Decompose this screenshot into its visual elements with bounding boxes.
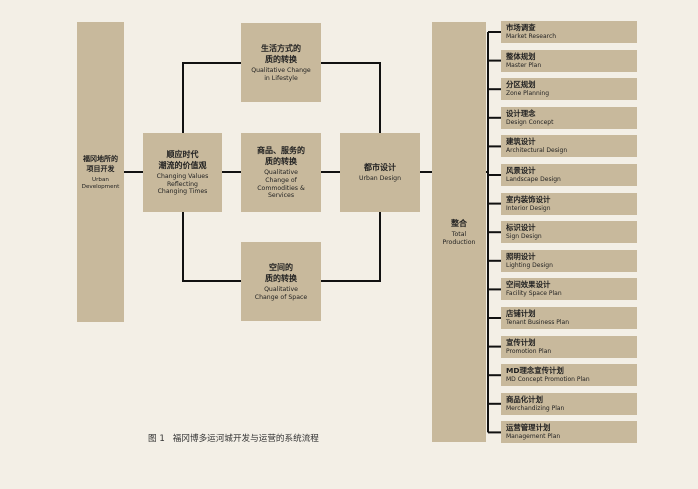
list-ticks bbox=[488, 31, 501, 434]
list-item-en: Management Plan bbox=[506, 433, 561, 441]
list-item-zh: 市场调查 bbox=[506, 23, 536, 32]
changing-values-en: Changing Values Reflecting Changing Time… bbox=[156, 173, 209, 196]
total-production-en: Total Production bbox=[442, 230, 476, 246]
urban-design-zh: 都市设计 bbox=[364, 163, 396, 173]
list-item-zh: 标识设计 bbox=[506, 223, 536, 233]
caption-text: 福冈博多运河城开发与运营的系统流程 bbox=[172, 434, 319, 444]
list-item-zh: 整体规划 bbox=[506, 51, 536, 61]
list-item-en: Sign Design bbox=[506, 233, 542, 241]
connector-bottom-urban bbox=[321, 212, 381, 282]
list-item-en: Lighting Design bbox=[506, 261, 553, 269]
list-item-en: Design Concept bbox=[506, 118, 554, 126]
commodities-change-box: 商品、服务的 质的转换 Qualitative Change of Commod… bbox=[241, 133, 321, 212]
list-item-zh: 建筑设计 bbox=[506, 137, 536, 147]
space-change-zh: 空间的 质的转换 bbox=[265, 262, 297, 283]
connector-center-bottom bbox=[182, 212, 241, 282]
list-item-zh: 店铺计划 bbox=[506, 309, 536, 318]
list-item-zh: 商品化计划 bbox=[506, 394, 543, 404]
list-item-en: Zone Planning bbox=[506, 90, 550, 98]
lifestyle-change-box: 生活方式的 质的转换 Qualitative Change in Lifesty… bbox=[241, 23, 321, 102]
space-change-en: Qualitative Change of Space bbox=[254, 285, 308, 301]
commodities-change-zh: 商品、服务的 质的转换 bbox=[257, 146, 305, 167]
project-development-box: 福冈地所的 项目开发 Urban Development bbox=[77, 22, 124, 322]
changing-values-zh: 顺应时代 潮流的价值观 bbox=[158, 150, 207, 171]
list-item-zh: 宣传计划 bbox=[506, 337, 536, 347]
commodities-change-en: Qualitative Change of Commodities & Serv… bbox=[257, 169, 305, 200]
list-item-en: MD Concept Promotion Plan bbox=[506, 376, 590, 384]
connector-center-top bbox=[182, 62, 241, 133]
urban-design-box: 都市设计 Urban Design bbox=[340, 133, 420, 212]
space-change-box: 空间的 质的转换 Qualitative Change of Space bbox=[241, 242, 321, 321]
list-item-en: Landscape Design bbox=[506, 176, 561, 183]
changing-values-box: 顺应时代 潮流的价值观 Changing Values Reflecting C… bbox=[143, 133, 222, 212]
list-item-en: Master Plan bbox=[506, 61, 542, 69]
list-item-en: Merchandizing Plan bbox=[506, 404, 565, 412]
list-item-zh: 空间效果设计 bbox=[506, 280, 551, 290]
list-item-en: Tenant Business Plan bbox=[506, 319, 570, 326]
list-item-zh: 分区规划 bbox=[506, 80, 536, 90]
total-production-zh: 整合 bbox=[451, 218, 467, 228]
list-item-zh: MD理念宣传计划 bbox=[506, 366, 564, 376]
connector-top-urban bbox=[321, 62, 381, 133]
list-item-zh: 运营管理计划 bbox=[506, 423, 551, 433]
figure-caption: 图 1 福冈博多运河城开发与运营的系统流程 bbox=[148, 432, 319, 444]
list-item-en: Architectural Design bbox=[506, 147, 568, 155]
list-item-zh: 设计理念 bbox=[506, 108, 536, 118]
list-item-en: Market Research bbox=[506, 33, 557, 40]
lifestyle-change-zh: 生活方式的 质的转换 bbox=[261, 43, 301, 64]
list-item-zh: 照明设计 bbox=[506, 251, 536, 261]
project-development-zh: 福冈地所的 项目开发 bbox=[83, 154, 118, 173]
list-item-en: Interior Design bbox=[506, 204, 551, 212]
list-item-zh: 风景设计 bbox=[506, 166, 536, 175]
urban-design-en: Urban Design bbox=[358, 175, 402, 183]
list-item-en: Promotion Plan bbox=[506, 347, 552, 355]
total-production-box: 整合 Total Production bbox=[432, 22, 486, 442]
list-item-en: Facility Space Plan bbox=[506, 290, 562, 298]
list-item-zh: 室内装饰设计 bbox=[506, 194, 551, 204]
lifestyle-change-en: Qualitative Change in Lifestyle bbox=[251, 66, 311, 82]
caption-number: 图 1 bbox=[148, 434, 165, 444]
project-development-en: Urban Development bbox=[81, 176, 120, 190]
